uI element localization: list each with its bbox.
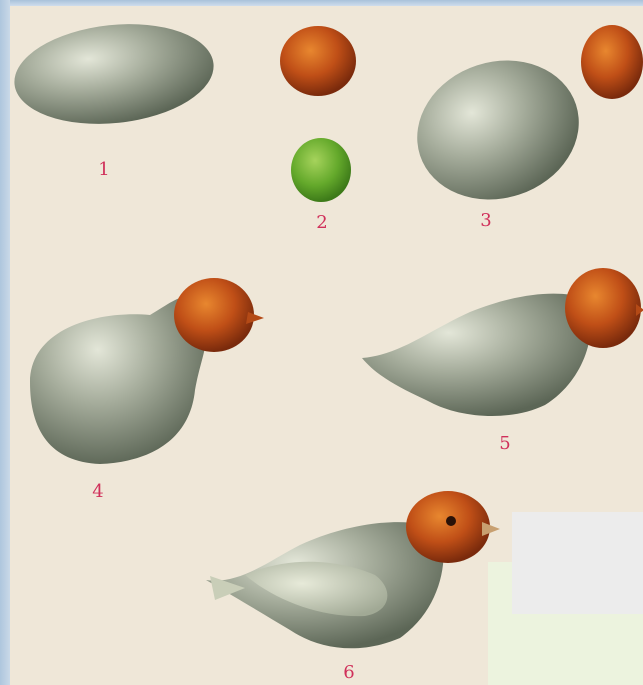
- step-label-6: 6: [337, 663, 361, 683]
- orange-ball: [280, 26, 356, 96]
- step-1-egg: [9, 15, 218, 133]
- overlay-patch-gray: [512, 512, 643, 614]
- step-5-body-with-tail: [362, 268, 643, 416]
- step-2-balls: [280, 26, 356, 202]
- step-4-shaped-body: [30, 278, 264, 464]
- green-ball: [291, 138, 351, 202]
- step-label-5: 5: [493, 434, 517, 454]
- step-label-2: 2: [310, 213, 334, 233]
- step-label-1: 1: [92, 160, 116, 180]
- step-label-3: 3: [474, 211, 498, 231]
- step-6-finished-bird: [206, 491, 500, 648]
- step-3-body-with-head: [399, 25, 643, 220]
- step-label-4: 4: [86, 482, 110, 502]
